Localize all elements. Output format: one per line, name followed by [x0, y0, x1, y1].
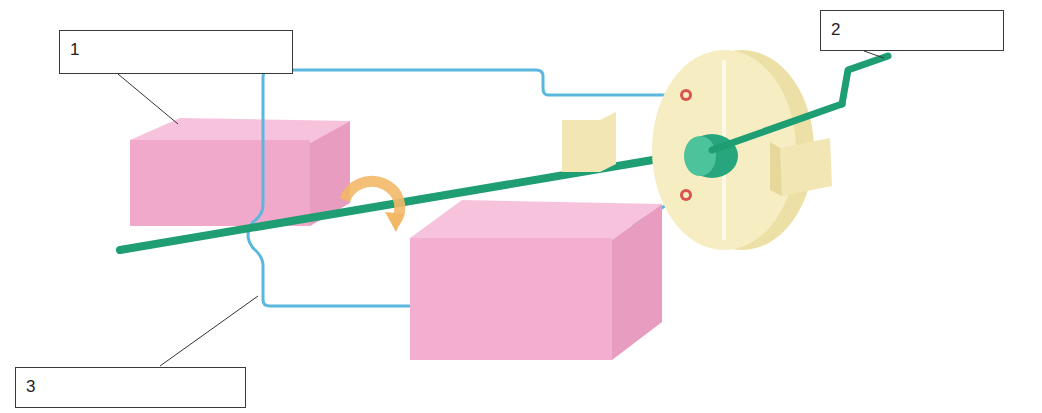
- shaft: [120, 152, 700, 250]
- brush-block-side: [770, 142, 782, 196]
- callout-number: 3: [16, 368, 245, 395]
- contact-point: [680, 89, 692, 101]
- contact-point: [683, 92, 689, 98]
- brush-block: [562, 112, 616, 172]
- shaft-collar: [684, 136, 716, 176]
- contact-point: [680, 189, 692, 201]
- magnet-side: [612, 204, 662, 360]
- label-box: 3: [15, 367, 246, 408]
- callout-number: 2: [821, 11, 1003, 38]
- leader-line: [864, 51, 884, 58]
- shaft: [712, 104, 842, 150]
- label-box: 2: [820, 10, 1004, 51]
- commutator-disk: [652, 50, 796, 250]
- leader-line: [118, 74, 178, 124]
- magnet-front: [130, 140, 310, 226]
- leader-line: [160, 296, 258, 366]
- crank-handle: [842, 56, 888, 104]
- rotation-arrow-head: [385, 212, 404, 232]
- brush-block: [780, 138, 832, 196]
- callout-number: 1: [60, 31, 292, 58]
- magnet-front: [410, 238, 612, 360]
- contact-point: [683, 192, 689, 198]
- label-box: 1: [59, 30, 293, 74]
